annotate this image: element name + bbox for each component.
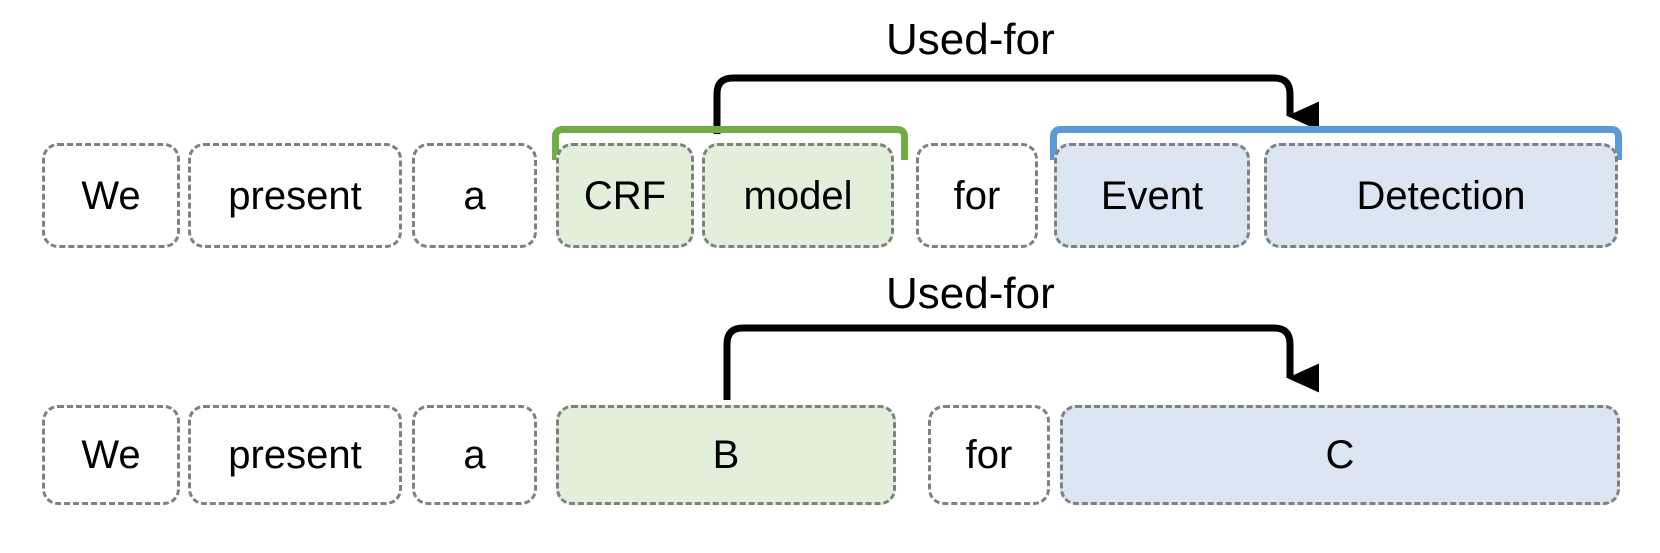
token-entity-c[interactable]: C [1060, 405, 1620, 505]
relation-arc-row-2 [723, 324, 1320, 400]
relation-label-used-for: Used-for [886, 15, 1055, 64]
relation-arc-row-1 [713, 74, 1320, 134]
token-for-abstract[interactable]: for [928, 405, 1050, 505]
token-for[interactable]: for [916, 143, 1038, 248]
token-detection[interactable]: Detection [1264, 143, 1618, 248]
token-present-abstract[interactable]: present [188, 405, 402, 505]
token-event[interactable]: Event [1054, 143, 1250, 248]
token-entity-b[interactable]: B [556, 405, 896, 505]
relation-arc-path [723, 324, 1320, 400]
token-we[interactable]: We [42, 143, 180, 248]
relation-arc-path [713, 74, 1320, 134]
token-a[interactable]: a [412, 143, 537, 248]
token-model[interactable]: model [702, 143, 894, 248]
token-present[interactable]: present [188, 143, 402, 248]
relation-label-used-for-abstract: Used-for [886, 269, 1055, 318]
token-we-abstract[interactable]: We [42, 405, 180, 505]
token-crf[interactable]: CRF [556, 143, 694, 248]
token-a-abstract[interactable]: a [412, 405, 537, 505]
